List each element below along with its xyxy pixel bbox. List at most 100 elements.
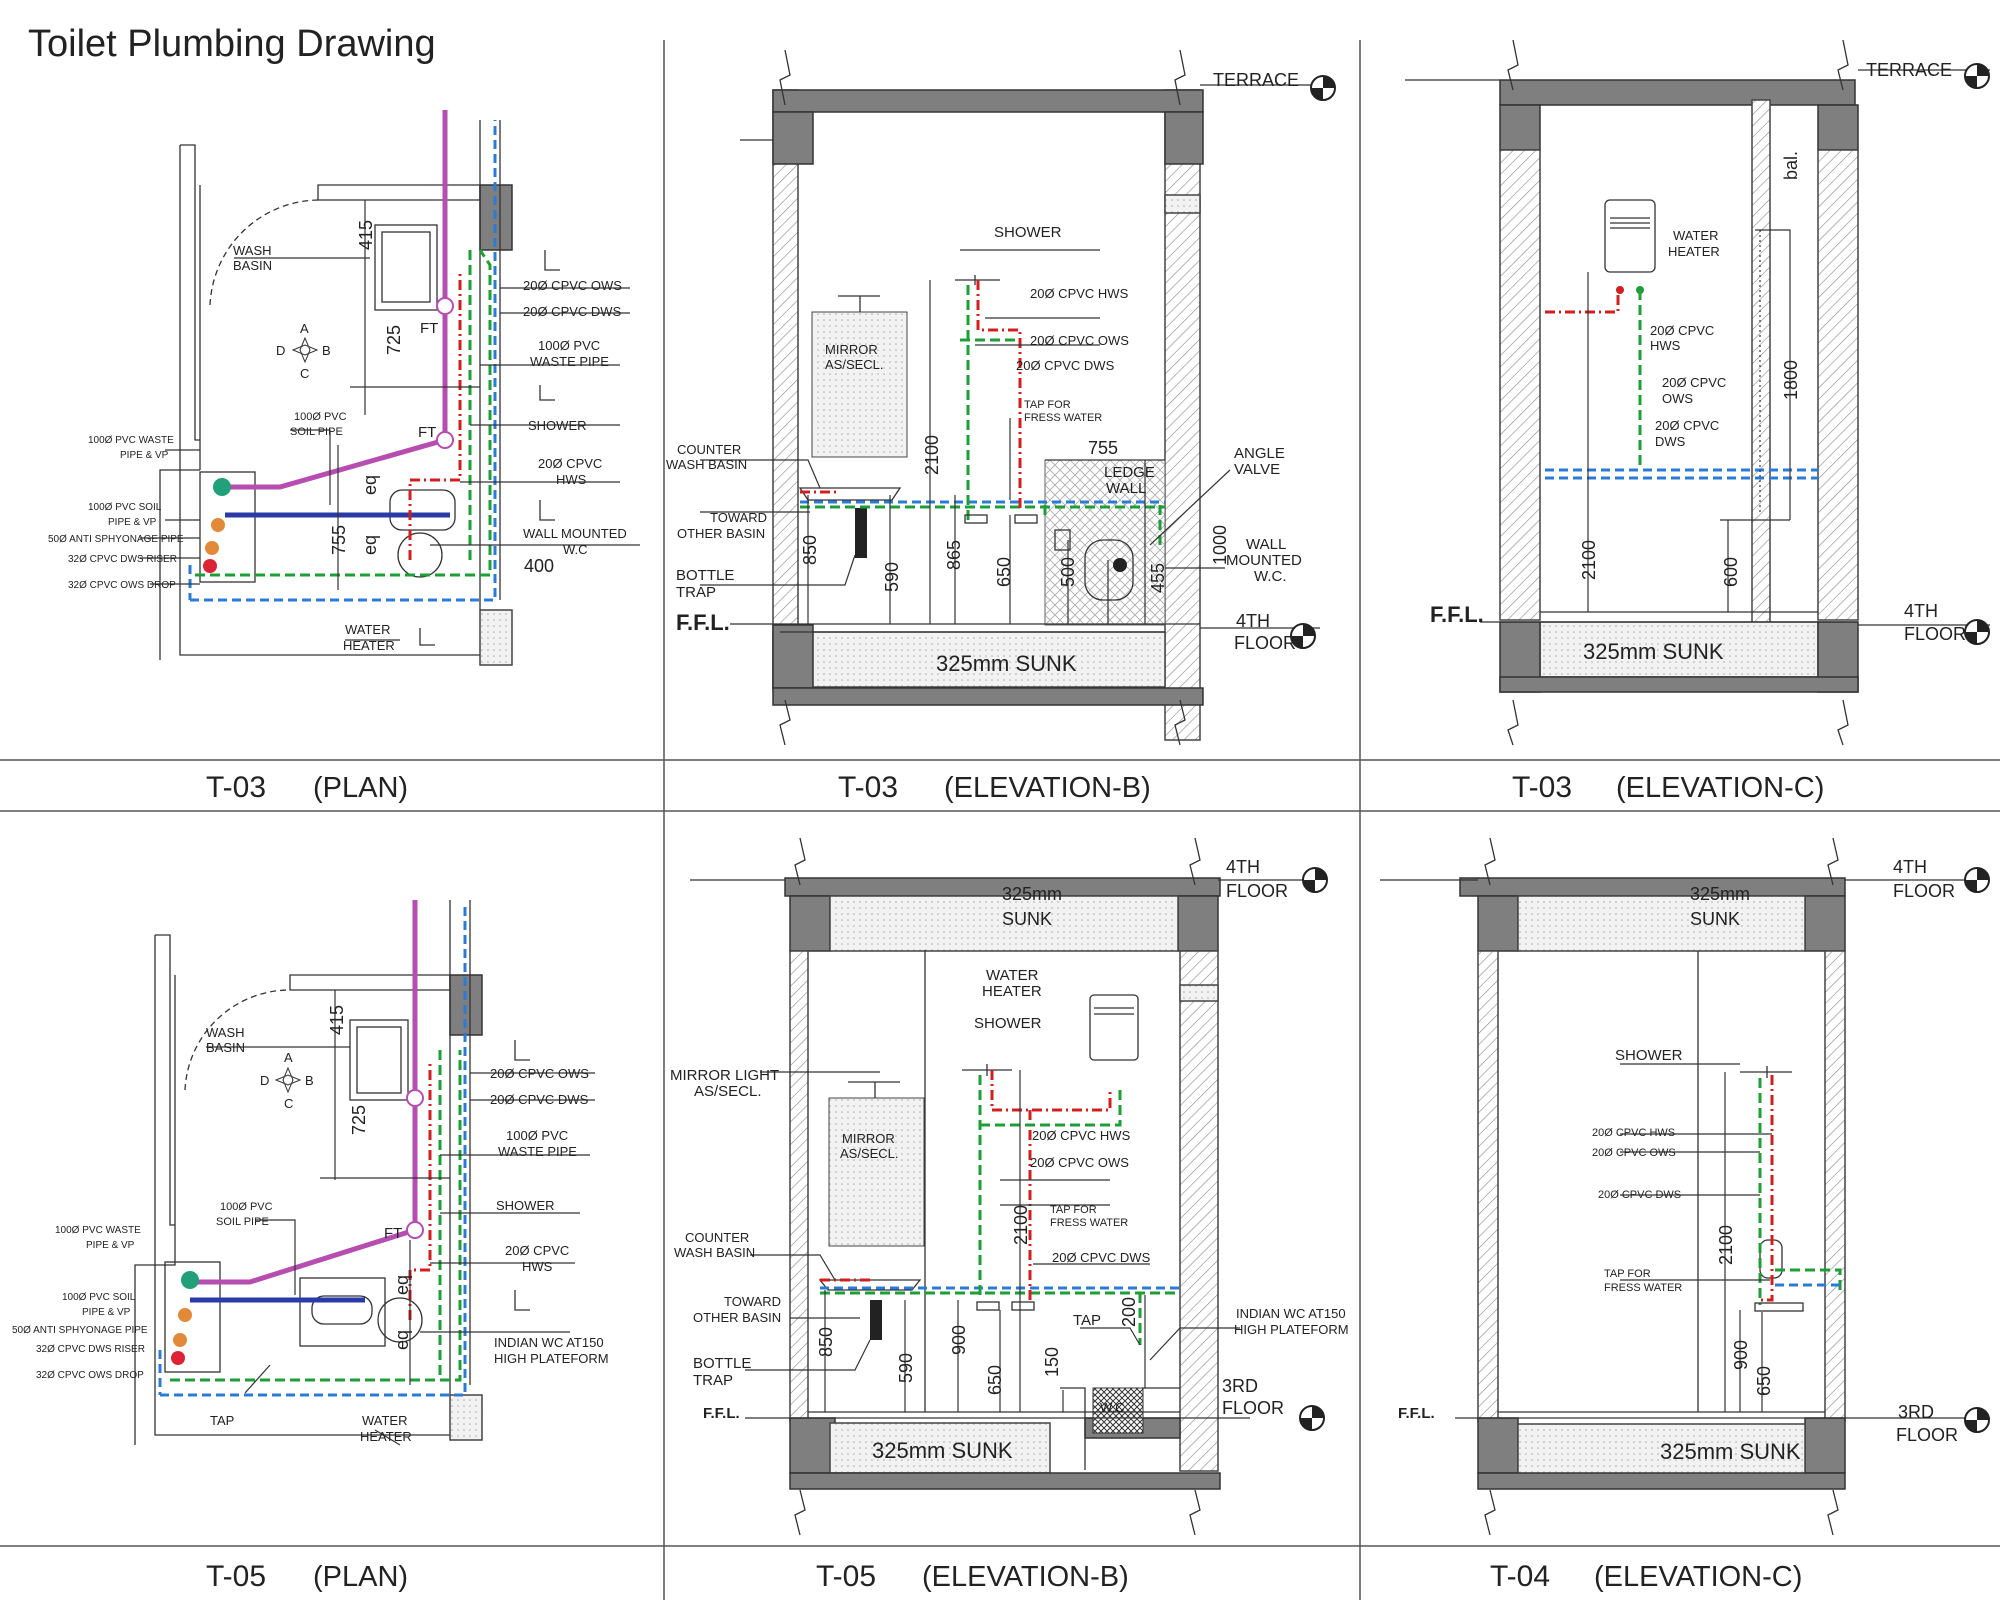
level-marker-icon (1964, 867, 1990, 1433)
dim-865: 865 (944, 540, 964, 570)
label-hws-2: HWS (522, 1259, 553, 1274)
label-dws-2: DWS (1655, 434, 1686, 449)
label-floor: FLOOR (1226, 881, 1288, 901)
label-mirror-2: AS/SECL. (825, 357, 884, 372)
label-heater-2: HEATER (343, 638, 395, 653)
label-dws: 20Ø CPVC (1655, 418, 1719, 433)
label-shower: SHOWER (1615, 1047, 1683, 1064)
wc-fixture (1084, 539, 1134, 601)
label-bottle: BOTTLE (676, 567, 734, 584)
label-shower: SHOWER (496, 1198, 555, 1213)
label-soil-vp-2: PIPE & VP (82, 1307, 131, 1318)
dim-755: 755 (1088, 438, 1118, 458)
label-waste-vp-2: PIPE & VP (120, 450, 169, 461)
label-floor-3rd: 3RD (1222, 1376, 1258, 1396)
label-floor-4th: 4TH (1236, 611, 1270, 631)
label-hws: 20Ø CPVC HWS (1032, 1128, 1131, 1143)
dim-725: 725 (384, 325, 404, 355)
dim-850: 850 (800, 535, 820, 565)
label-heater: WATER (986, 967, 1039, 984)
level-marker-icon (1290, 75, 1336, 649)
water-heater (1604, 199, 1656, 273)
dim-900: 900 (1731, 1340, 1751, 1370)
label-soil-2: SOIL PIPE (216, 1216, 269, 1228)
label-anti: 50Ø ANTI SPHYONAGE PIPE (48, 534, 184, 545)
label-floor-3: FLOOR (1222, 1398, 1284, 1418)
label-hws: 20Ø CPVC (538, 456, 602, 471)
label-tap-for: TAP FOR (1050, 1204, 1097, 1216)
t03-elev-c-drawing: 2100 600 1800 bal. WATER HEATER 20Ø CPVC… (1405, 39, 1990, 746)
label-dws: 20Ø CPVC DWS (1052, 1250, 1151, 1265)
dim-650: 650 (994, 557, 1014, 587)
label-ows: 20Ø CPVC OWS (490, 1066, 589, 1081)
mirror (828, 1097, 925, 1247)
label-angle: ANGLE (1234, 445, 1285, 462)
label-sunk: 325mm SUNK (936, 651, 1077, 676)
indian-wc-fixture (1092, 1387, 1144, 1434)
panel-titles: T-03 (PLAN) T-03 (ELEVATION-B) T-03 (ELE… (206, 771, 1824, 1593)
dim-2100: 2100 (1579, 540, 1599, 580)
label-fress-water: FRESS WATER (1050, 1217, 1128, 1229)
panel-code-t03-elev-c: T-03 (1512, 771, 1572, 804)
ft-label: FT (384, 1225, 402, 1242)
label-soil-vp: 100Ø PVC SOIL (62, 1292, 136, 1303)
label-heater: WATER (362, 1413, 408, 1428)
label-hws: 20Ø CPVC HWS (1592, 1127, 1675, 1139)
dim-2100: 2100 (1011, 1205, 1031, 1245)
label-basin: BASIN (206, 1040, 245, 1055)
dim-200: 200 (1119, 1297, 1139, 1327)
label-ffl: F.F.L. (703, 1405, 740, 1422)
label-heater: WATER (345, 622, 391, 637)
label-ledge-wall: WALL (1106, 480, 1146, 497)
label-sunk-top: 325mm (1690, 884, 1750, 904)
label-ows: 20Ø CPVC OWS (1030, 333, 1129, 348)
label-wc: WALL MOUNTED (523, 526, 627, 541)
label-trap: TRAP (693, 1372, 733, 1389)
dim-755: 755 (329, 525, 349, 555)
label-soil-2: SOIL PIPE (290, 426, 343, 438)
label-shower: SHOWER (528, 418, 587, 433)
panel-code-t05-plan: T-05 (206, 1560, 266, 1593)
label-sunk: 325mm SUNK (1583, 639, 1724, 664)
dim-590: 590 (896, 1353, 916, 1383)
dim-1000: 1000 (1210, 525, 1230, 565)
level-marker-icon (1299, 867, 1328, 1431)
label-heater-2: HEATER (1668, 244, 1720, 259)
label-other-basin: OTHER BASIN (693, 1310, 781, 1325)
label-floor: FLOOR (1904, 624, 1966, 644)
compass-d: D (276, 343, 285, 358)
ft-label: FT (420, 320, 438, 337)
compass-c: C (300, 366, 309, 381)
tap-icon (514, 1040, 530, 1311)
wc-fixture (389, 489, 456, 531)
dim-590: 590 (882, 562, 902, 592)
label-ffl: F.F.L. (676, 610, 730, 635)
label-hws-2: HWS (1650, 338, 1681, 353)
label-drop: 32Ø CPVC OWS DROP (36, 1370, 144, 1381)
label-bottle: BOTTLE (693, 1355, 751, 1372)
label-mirror-2: AS/SECL. (840, 1146, 899, 1161)
panel-code-t03-elev-b: T-03 (838, 771, 898, 804)
t03-plan-drawing: A B C D 415 725 755 eq eq 400 FT FT WASH… (48, 110, 640, 666)
label-shower: SHOWER (974, 1015, 1042, 1032)
label-heater: WATER (1673, 228, 1719, 243)
label-waste-vp-2: PIPE & VP (86, 1240, 135, 1251)
panel-code-t05-elev-b: T-05 (816, 1560, 876, 1593)
dim-415: 415 (327, 1005, 347, 1035)
tap-icon (419, 250, 560, 646)
compass-b: B (322, 343, 331, 358)
panel-view-t05-plan: (PLAN) (313, 1561, 408, 1593)
label-other-basin: OTHER BASIN (677, 526, 765, 541)
dim-2100: 2100 (922, 435, 942, 475)
label-ows-2: OWS (1662, 391, 1693, 406)
label-floor-4th: 4TH (1226, 857, 1260, 877)
label-dws: 20Ø CPVC DWS (1598, 1189, 1681, 1201)
label-waste-pipe: WASTE PIPE (498, 1144, 577, 1159)
label-ledge: LEDGE (1104, 464, 1155, 481)
dim-bal: bal. (1781, 151, 1801, 180)
panel-code-t03-plan: T-03 (206, 771, 266, 804)
wash-basin-fixture (374, 224, 438, 311)
label-waste: 100Ø PVC (538, 338, 600, 353)
panel-view-t04-elev-c: (ELEVATION-C) (1594, 1561, 1802, 1593)
